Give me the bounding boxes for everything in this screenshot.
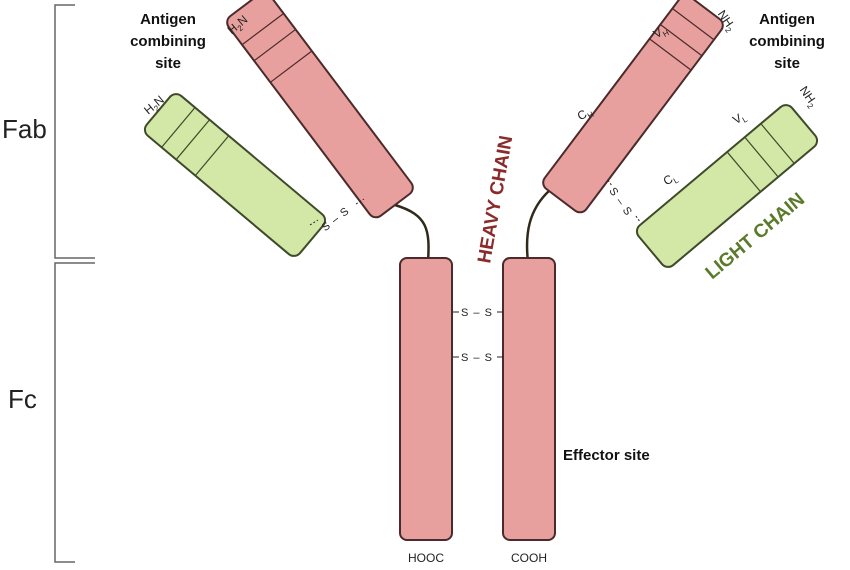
svg-text:Antigen: Antigen — [140, 11, 196, 28]
fab-label: Fab — [2, 114, 47, 144]
right-arm-disulfide: S – S — [606, 186, 634, 219]
fc-label: Fc — [8, 384, 37, 414]
nh2-label-light: NH2 — [795, 83, 821, 110]
fab-bracket — [54, 4, 95, 259]
svg-text:combining: combining — [130, 33, 206, 50]
hooc-label: HOOC — [408, 551, 444, 565]
heavy-chain-label: HEAVY CHAIN — [474, 134, 517, 265]
cl-label: CL — [661, 169, 681, 190]
vl-label: VL — [730, 108, 749, 128]
svg-text:site: site — [774, 55, 800, 72]
right-arm-disulfide-dashes — [607, 179, 641, 223]
cooh-label: COOH — [511, 551, 547, 565]
antigen-site-left-label: Antigen combining site — [130, 11, 206, 72]
left-arm-disulfide-dashes — [309, 198, 365, 226]
svg-text:Antigen: Antigen — [759, 11, 815, 28]
fc-bracket — [54, 262, 95, 563]
right-hinge — [525, 189, 551, 263]
effector-site-label: Effector site — [563, 447, 650, 464]
left-heavy-chain-arm — [226, 0, 414, 219]
fc-heavy-chain-left — [399, 257, 453, 541]
hinge-disulfide-1: S – S — [461, 307, 493, 319]
antigen-site-right-label: Antigen combining site — [749, 11, 825, 72]
svg-text:site: site — [155, 55, 181, 72]
hinge-disulfide-2: S – S — [461, 352, 493, 364]
fc-heavy-chain-right — [502, 257, 556, 541]
right-light-chain — [635, 104, 819, 268]
svg-text:combining: combining — [749, 33, 825, 50]
left-light-chain — [143, 93, 327, 257]
right-heavy-chain-arm — [542, 0, 724, 214]
left-hinge — [394, 203, 430, 263]
